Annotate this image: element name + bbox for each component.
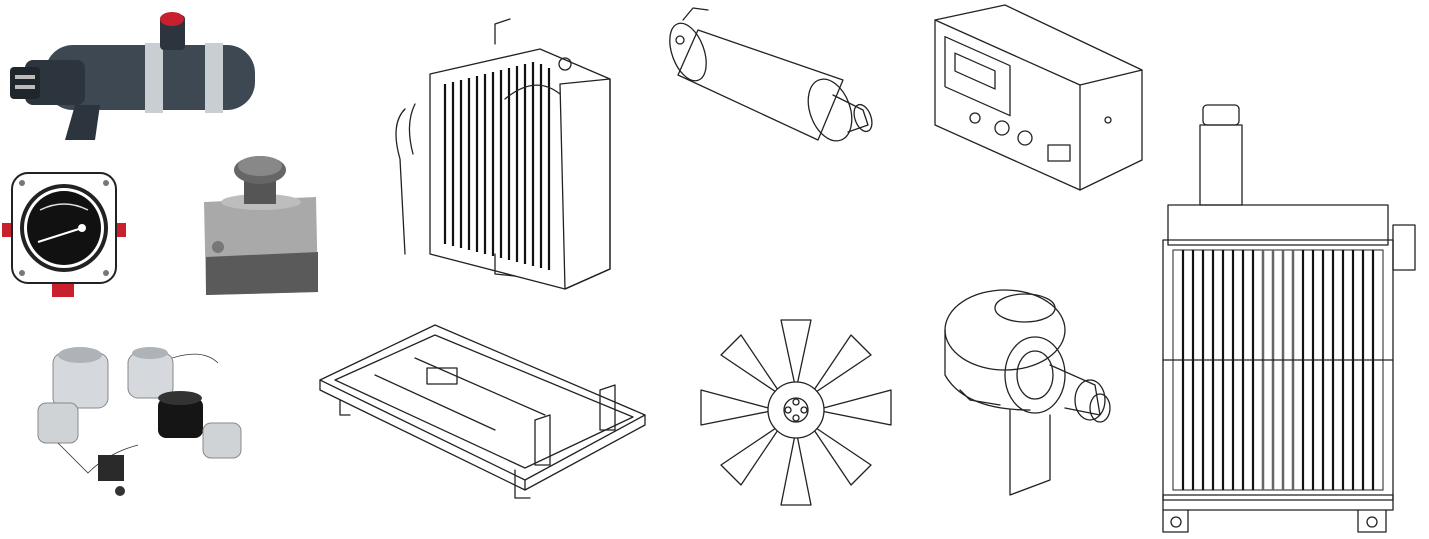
air-filter-image bbox=[940, 289, 1130, 502]
fan-icon bbox=[700, 319, 892, 506]
emergency-stop-image bbox=[196, 152, 326, 298]
radiator-icon bbox=[1162, 104, 1416, 533]
temperature-gauge-image bbox=[0, 170, 128, 300]
sensor-icon bbox=[37, 347, 242, 496]
radiator-icon bbox=[395, 18, 611, 290]
sensor-connectors-image bbox=[28, 333, 254, 503]
connector-plug-image bbox=[5, 5, 265, 143]
base-frame-image bbox=[315, 320, 647, 499]
silencer-icon bbox=[669, 7, 873, 142]
gauge-icon bbox=[2, 172, 126, 297]
control-panel-image bbox=[930, 0, 1146, 192]
control-panel-icon bbox=[934, 4, 1143, 191]
exhaust-silencer-image bbox=[668, 0, 890, 150]
radiator-with-pipes-image bbox=[385, 14, 615, 290]
frame-icon bbox=[319, 324, 646, 499]
cooling-fan-image bbox=[680, 315, 912, 506]
connector-plug-icon bbox=[10, 12, 255, 140]
emergency-stop-icon bbox=[204, 156, 318, 295]
air-filter-icon bbox=[944, 289, 1111, 496]
radiator-large-image bbox=[1158, 100, 1424, 536]
